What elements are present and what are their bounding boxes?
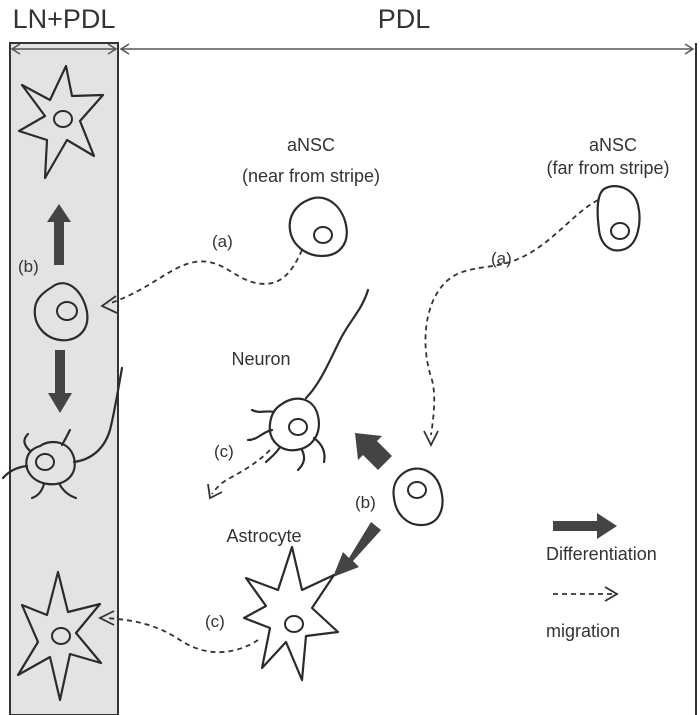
step-a-far-label: (a) [491, 249, 512, 268]
migration-path-a-near [107, 249, 303, 305]
step-c-neuron-label: (c) [214, 442, 234, 461]
diff-arrow-to-astrocyte [333, 522, 381, 577]
step-b-center-label: (b) [355, 493, 376, 512]
diff-arrow-to-neuron [355, 433, 392, 470]
migration-head-c-neuron [207, 483, 223, 500]
stripe-step-b-label: (b) [18, 257, 39, 276]
field-label: PDL [378, 4, 431, 34]
legend-migration-label: migration [546, 621, 620, 641]
migration-head-a-far [423, 430, 439, 448]
stripe-width-marker [10, 43, 118, 55]
astrocyte-cell [242, 545, 340, 682]
astrocyte-label: Astrocyte [226, 526, 301, 546]
step-a-near-label: (a) [212, 232, 233, 251]
stripe-neuron [1, 366, 124, 500]
neuron-cell [246, 288, 370, 472]
stripe-astrocyte-top [17, 64, 105, 180]
migration-head-c-astrocyte [97, 610, 115, 626]
ansc-far-subtitle: (far from stripe) [546, 158, 669, 178]
ansc-far-title: aNSC [589, 135, 637, 155]
migration-path-c-neuron [211, 449, 271, 495]
solid-arrow-icon [553, 513, 617, 539]
legend: Differentiation migration [546, 513, 657, 641]
ansc-near-title: aNSC [287, 135, 335, 155]
central-ansc-cell [392, 467, 444, 527]
migration-path-c-astrocyte [104, 617, 259, 653]
stripe-ansc-cell [33, 282, 89, 342]
migration-head-a-near [100, 295, 118, 314]
stripe-diff-arrow-down [48, 350, 72, 413]
stripe-label: LN+PDL [13, 4, 116, 34]
stripe-diff-arrow-up [47, 204, 71, 265]
ansc-near-cell [288, 196, 348, 258]
neuron-label: Neuron [231, 349, 290, 369]
dashed-arrow-head [604, 586, 619, 602]
ansc-near-subtitle: (near from stripe) [242, 166, 380, 186]
field-width-marker [119, 43, 695, 55]
migration-path-a-far [424, 199, 599, 436]
step-c-astrocyte-label: (c) [205, 612, 225, 631]
legend-differentiation-label: Differentiation [546, 544, 657, 564]
ansc-far-cell [596, 185, 641, 252]
stripe-astrocyte-bottom [16, 570, 103, 702]
